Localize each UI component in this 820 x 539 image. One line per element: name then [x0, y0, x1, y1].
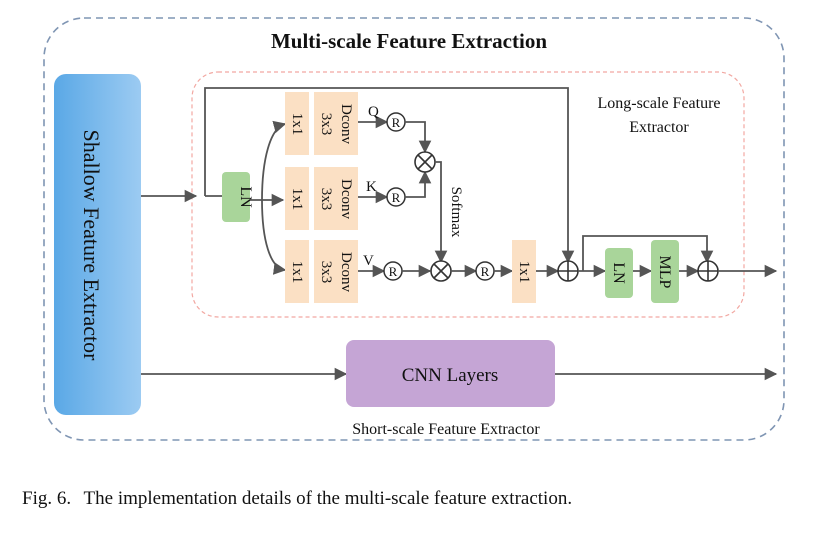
shallow-feature-extractor-label: Shallow Feature Extractor [79, 130, 104, 362]
k-label: K [366, 179, 377, 195]
k-dconv-label-1: 3x3 [318, 188, 334, 211]
v-label: V [363, 253, 374, 269]
mlp-label: MLP [656, 256, 673, 289]
diagram-title: Multi-scale Feature Extraction [271, 29, 547, 53]
ln1-block [222, 172, 250, 222]
residual-connection-2 [582, 235, 714, 271]
ln2-label: LN [610, 262, 627, 284]
softmax-label: Softmax [448, 187, 464, 238]
v-reshape-symbol: R [389, 264, 398, 279]
q-label: Q [368, 104, 379, 120]
q-dconv-label-2: Dconv [338, 104, 354, 144]
k-conv1x1-block [285, 167, 309, 230]
out-conv1x1-block [512, 240, 536, 303]
qk-multiply-cross-b [417, 154, 433, 170]
diagram-canvas: Multi-scale Feature Extraction Long-scal… [43, 17, 785, 441]
v-conv1x1-label: 1x1 [289, 261, 305, 284]
k-dconv-block [314, 167, 358, 230]
v-dconv-block [314, 240, 358, 303]
arrow-ln-to-v [261, 199, 287, 275]
q-conv1x1-block [285, 92, 309, 155]
mlp-block [651, 240, 679, 303]
q-reshape-symbol: R [392, 115, 401, 130]
ln2-block [605, 248, 633, 298]
k-reshape-symbol: R [392, 190, 401, 205]
q-dconv-block [314, 92, 358, 155]
arrow-softmax-to-multiply [434, 161, 448, 264]
residual-connection-1 [204, 87, 575, 264]
long-scale-label-line1: Long-scale Feature [597, 95, 720, 112]
k-dconv-label-2: Dconv [338, 179, 354, 219]
outer-container [43, 17, 785, 441]
out-conv1x1-label: 1x1 [516, 261, 532, 284]
long-scale-label-line2: Extractor [629, 119, 689, 136]
caption-label: Fig. 6. [22, 488, 72, 509]
arrow-ln-to-q [261, 120, 287, 201]
cnn-layers-block [346, 340, 555, 407]
figure-caption: Fig. 6. The implementation details of th… [22, 488, 580, 510]
arrow-q-to-multiply [405, 121, 432, 154]
q-dconv-label-1: 3x3 [318, 113, 334, 136]
v-dconv-label-2: Dconv [338, 252, 354, 292]
k-conv1x1-label: 1x1 [289, 188, 305, 211]
ln1-label: LN [237, 186, 254, 208]
out-reshape-symbol: R [481, 264, 490, 279]
short-scale-label: Short-scale Feature Extractor [352, 421, 540, 438]
long-scale-container [191, 71, 745, 318]
arrow-k-to-multiply [405, 170, 432, 198]
q-conv1x1-label: 1x1 [289, 113, 305, 136]
shallow-feature-extractor-block [54, 74, 141, 415]
v-dconv-label-1: 3x3 [318, 261, 334, 284]
caption-text: The implementation details of the multi-… [83, 488, 573, 509]
v-conv1x1-block [285, 240, 309, 303]
attention-multiply-cross-b [433, 263, 449, 279]
cnn-layers-label: CNN Layers [402, 365, 499, 386]
